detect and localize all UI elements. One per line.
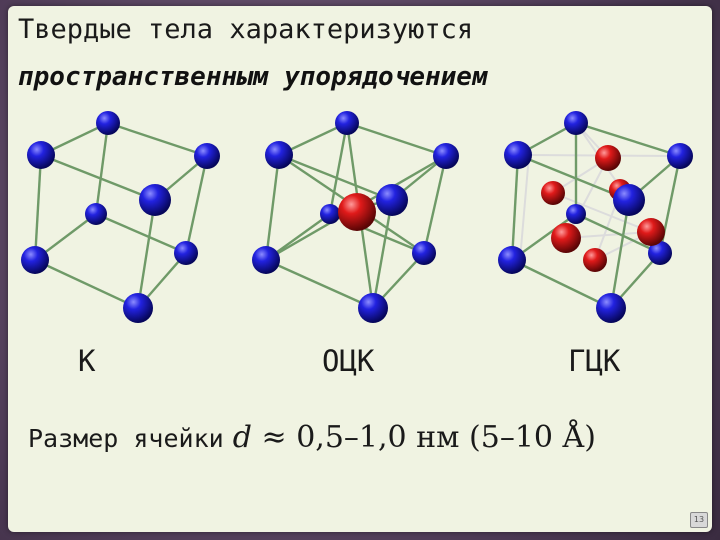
cell-size-line: Размер ячейки d ≈ 0,5–1,0 нм (5–10 Å) bbox=[28, 420, 596, 455]
crystal-lattice-illustration bbox=[21, 111, 693, 323]
simple-cubic-cell bbox=[21, 111, 220, 323]
cell-size-symbol: d bbox=[232, 420, 252, 455]
fcc-label: ГЦК bbox=[568, 344, 621, 378]
cell-size-formula: d ≈ 0,5–1,0 нм (5–10 Å) bbox=[233, 420, 596, 455]
title-line-2: пространственным упорядочением bbox=[18, 62, 488, 92]
bcc-cell bbox=[252, 111, 459, 323]
page-number: 13 bbox=[690, 512, 708, 528]
bcc-label: ОЦК bbox=[322, 344, 375, 378]
title-line-1: Твердые тела характеризуются bbox=[18, 14, 474, 45]
cell-size-label: Размер ячейки bbox=[28, 424, 224, 453]
fcc-cell bbox=[498, 111, 693, 323]
cell-size-value: ≈ 0,5–1,0 нм (5–10 Å) bbox=[261, 420, 596, 455]
simple-cubic-label: К bbox=[78, 344, 96, 378]
slide: Твердые тела характеризуются пространств… bbox=[8, 6, 712, 532]
